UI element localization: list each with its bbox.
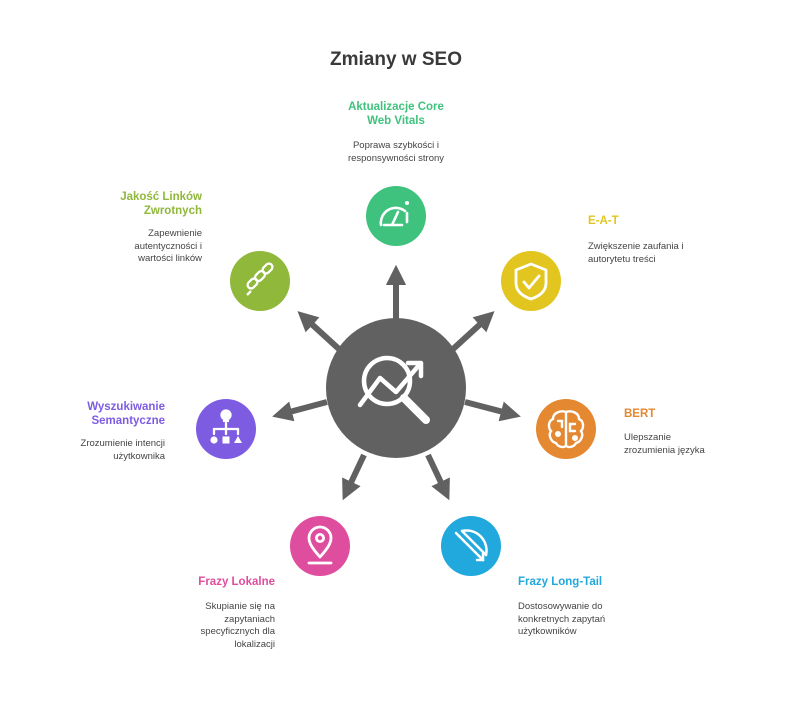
desc-line: Zwiększenie zaufania i	[588, 241, 684, 252]
arrow-bert	[464, 399, 521, 422]
desc-line: Poprawa szybkości i	[352, 140, 440, 151]
node-links	[230, 251, 290, 311]
hierarchy-shapes-icon	[210, 409, 242, 444]
desc-semantic: Zrozumienie intencji użytkownika	[15, 438, 165, 463]
hub-node	[326, 318, 466, 458]
label-bert: BERT	[624, 407, 744, 421]
desc-line: Zrozumienie intencji	[80, 438, 165, 449]
desc-line: specyficznych dla	[200, 626, 275, 637]
desc-eat: Zwiększenie zaufania i autorytetu treści	[588, 241, 748, 266]
desc-line: responsywności strony	[347, 152, 445, 164]
bow-arrow-icon	[454, 529, 488, 562]
desc-line: wartości linków	[138, 253, 202, 264]
desc-line: zapytaniach	[224, 613, 275, 625]
desc-line: Dostosowywanie do	[518, 601, 603, 612]
location-pin-icon	[307, 525, 333, 565]
desc-line: użytkowników	[518, 626, 577, 637]
desc-line: konkretnych zapytań	[518, 613, 606, 625]
node-local	[290, 516, 350, 576]
brain-circuit-icon	[547, 410, 585, 449]
hub-arrows	[272, 264, 521, 501]
arrow-eat	[449, 311, 495, 353]
label-links: Jakość Linków Zwrotnych	[52, 190, 202, 218]
label-line: Aktualizacje Core	[348, 101, 444, 113]
trend-magnifier-icon	[357, 355, 430, 424]
desc-core-web-vitals: Poprawa szybkości i responsywności stron…	[316, 140, 476, 165]
arrow-long-tail	[425, 453, 450, 501]
label-line: Frazy Lokalne	[198, 576, 275, 588]
desc-line: autorytetu treści	[588, 253, 656, 265]
desc-line: Skupianie się na	[205, 601, 275, 612]
label-semantic: Wyszukiwanie Semantyczne	[15, 400, 165, 428]
label-line: Jakość Linków	[120, 191, 202, 203]
desc-long-tail: Dostosowywanie do konkretnych zapytań uż…	[518, 601, 668, 639]
page-title: Zmiany w SEO	[330, 49, 462, 70]
chain-link-icon	[246, 262, 274, 296]
shield-check-icon	[514, 262, 548, 301]
desc-line: zrozumienia języka	[624, 444, 705, 456]
label-local: Frazy Lokalne	[125, 575, 275, 589]
arrow-semantic	[272, 399, 328, 422]
speedometer-icon	[379, 201, 409, 227]
node-core-web-vitals	[366, 186, 426, 246]
label-line: Web Vitals	[367, 115, 425, 127]
desc-line: Ulepszanie	[624, 432, 671, 443]
label-line: Frazy Long-Tail	[518, 576, 603, 588]
node-bert	[536, 399, 596, 459]
node-semantic	[196, 399, 256, 459]
desc-bert: Ulepszanie zrozumienia języka	[624, 432, 764, 457]
desc-line: użytkownika	[113, 450, 165, 462]
desc-local: Skupianie się na zapytaniach specyficzny…	[125, 601, 275, 651]
arrow-local	[342, 453, 367, 501]
desc-links: Zapewnienie autentyczności i wartości li…	[52, 228, 202, 266]
label-long-tail: Frazy Long-Tail	[518, 575, 668, 589]
label-line: Zwrotnych	[143, 205, 202, 217]
desc-line: lokalizacji	[234, 638, 275, 650]
label-core-web-vitals: Aktualizacje Core Web Vitals	[316, 100, 476, 128]
node-long-tail	[441, 516, 501, 576]
label-line: BERT	[624, 408, 656, 420]
node-eat	[501, 251, 561, 311]
label-eat: E-A-T	[588, 214, 738, 228]
label-line: Wyszukiwanie	[87, 401, 165, 413]
label-line: Semantyczne	[91, 415, 165, 427]
arrow-links	[297, 311, 343, 353]
label-line: E-A-T	[588, 215, 619, 227]
desc-line: Zapewnienie	[148, 228, 202, 239]
desc-line: autentyczności i	[134, 240, 202, 252]
